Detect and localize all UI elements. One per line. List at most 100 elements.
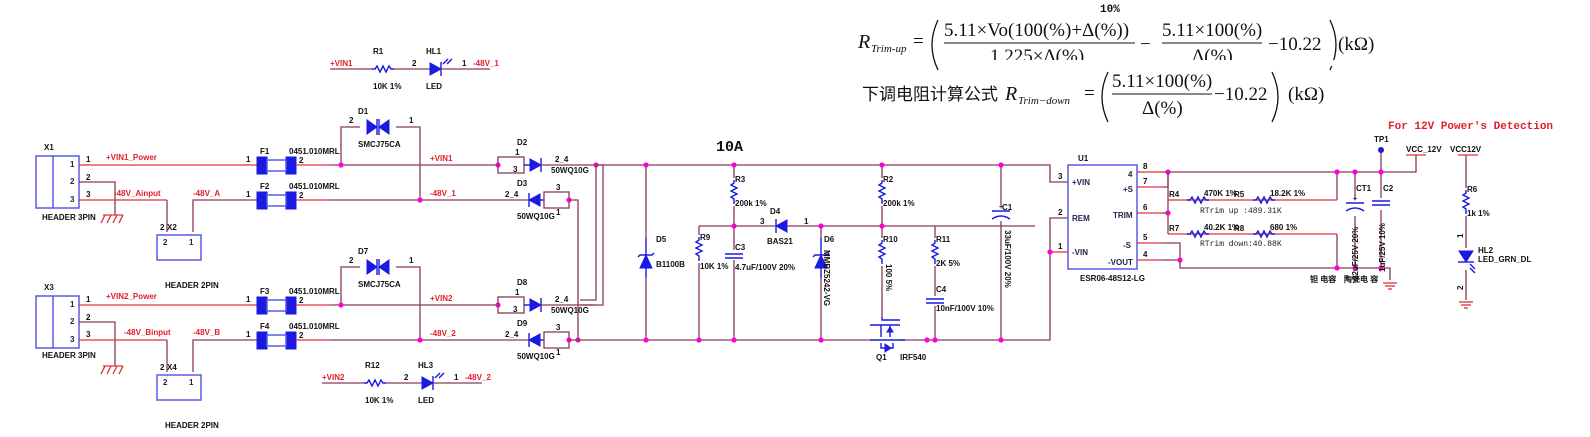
schottky-tab	[543, 191, 570, 209]
led-hl2[interactable]	[1458, 248, 1476, 274]
schottky-tab	[497, 156, 525, 174]
trim-up-num1: 5.11×Vo(100(%)+Δ(%))	[944, 20, 1129, 41]
led-hl1[interactable]	[429, 58, 453, 76]
zener-d5[interactable]	[637, 238, 655, 278]
pin-name: TRIM	[1113, 211, 1133, 220]
svg-text:X3: X3	[44, 283, 54, 292]
capacitor-c2[interactable]	[1372, 200, 1390, 206]
junction-dot	[1334, 169, 1340, 175]
tantalum-note: 钽 电容	[1310, 274, 1336, 284]
resistor-r10[interactable]	[877, 240, 887, 264]
resistor-r9[interactable]	[694, 237, 704, 261]
resistor-r3[interactable]	[729, 180, 739, 204]
capacitor-c4[interactable]	[926, 298, 944, 304]
trim-down-den: Δ(%)	[1142, 98, 1183, 119]
pin-number: 1	[1058, 242, 1063, 251]
net-label: VCC12V	[1450, 145, 1482, 154]
led-ref: HL2	[1478, 246, 1494, 255]
schottky-d2[interactable]	[529, 158, 543, 172]
pin-number: 3	[1058, 172, 1063, 181]
mosfet-q1[interactable]	[870, 317, 905, 353]
resistor-icon	[1187, 229, 1209, 239]
dc-dc-module-u1[interactable]: U1ESR06-48S12-LG3+VIN2REM1-VIN847+S6TRIM…	[1058, 154, 1148, 283]
pin-number: 2	[349, 256, 354, 265]
trim-up-sub: Trim-up	[871, 43, 907, 55]
tvs-ref: D1	[358, 107, 369, 116]
resistor-icon	[1253, 195, 1275, 205]
pin-name: -S	[1123, 241, 1132, 250]
resistor-value: 470K 1%	[1204, 189, 1237, 198]
diode-d4[interactable]	[774, 219, 788, 233]
formula-block: 10% R Trim-up = 5.11×Vo(100(%)+Δ(%)) 1.2…	[857, 4, 1374, 123]
tvs-d7[interactable]	[366, 259, 390, 275]
junction-dot	[643, 162, 649, 168]
pin-number: 3	[513, 305, 518, 314]
junction-dot	[818, 337, 824, 343]
resistor-value: 200k 1%	[735, 199, 767, 208]
ground-icon	[1383, 282, 1397, 290]
trim-up-unit: (kΩ)	[1338, 34, 1374, 55]
ground-icon	[100, 365, 124, 375]
resistor-value: 40.2K 1%	[1204, 223, 1239, 232]
resistor-ref: R9	[700, 233, 711, 242]
schottky-d9[interactable]	[527, 333, 541, 347]
pin-number: 1	[804, 217, 809, 226]
diode-icon	[529, 158, 543, 172]
fuse-ref: F1	[260, 147, 270, 156]
module-body	[1067, 164, 1138, 270]
pin-number: 4	[1143, 250, 1148, 259]
junction-dot	[731, 337, 737, 343]
resistor-r12[interactable]	[364, 378, 386, 388]
resistor-r1[interactable]	[372, 64, 394, 74]
junction-dot	[998, 337, 1004, 343]
svg-text:3: 3	[86, 330, 91, 339]
zener-d6[interactable]	[812, 238, 830, 278]
diode-ref: D9	[517, 319, 528, 328]
fuse-ref: F4	[260, 322, 270, 331]
resistor-r6[interactable]	[1461, 190, 1471, 214]
pin-number: 6	[1143, 203, 1148, 212]
resistor-r7[interactable]	[1187, 229, 1209, 239]
led-value: LED_GRN_DL	[1478, 255, 1531, 264]
resistor-r8[interactable]	[1253, 229, 1275, 239]
led-icon	[1458, 250, 1474, 263]
capacitor-value: 4.7uF/100V 20%	[735, 263, 795, 272]
pin-number: 3	[556, 183, 561, 192]
pin-number: 2	[1058, 208, 1063, 217]
resistor-value: 200k 1%	[883, 199, 915, 208]
resistor-r4[interactable]	[1187, 195, 1209, 205]
capacitor-ct1[interactable]: +	[1345, 196, 1365, 212]
tvs-d1[interactable]	[366, 119, 390, 135]
connector-x4[interactable]: 2 X4 2 1 HEADER 2PIN	[156, 363, 219, 430]
svg-text:1: 1	[70, 300, 75, 309]
pin-number: 1	[454, 373, 459, 382]
trim-up-note: RTrim up :489.31K	[1200, 207, 1282, 216]
schottky-d3[interactable]	[527, 193, 541, 207]
svg-text:2: 2	[160, 363, 165, 372]
connector-x1[interactable]: X1 1 2 3 HEADER 3PIN	[35, 143, 96, 222]
capacitor-c1[interactable]: +	[991, 204, 1011, 220]
schottky-d8[interactable]	[529, 298, 543, 312]
diode-ref: D5	[656, 235, 667, 244]
svg-text:3: 3	[86, 190, 91, 199]
tvs-value: SMCJ75CA	[358, 280, 401, 289]
test-point-tp1[interactable]: TP1	[1374, 135, 1389, 153]
capacitor-ref: C4	[936, 285, 947, 294]
resistor-r11[interactable]	[930, 240, 940, 264]
resistor-r2[interactable]	[877, 180, 887, 204]
diode-value: B1100B	[656, 260, 685, 269]
diode-icon	[527, 333, 541, 347]
fuse-ref: F3	[260, 287, 270, 296]
connector-x2[interactable]: 2 X2 2 1 HEADER 2PIN	[156, 223, 219, 290]
fuse-value: 0451.010MRL	[289, 287, 340, 296]
resistor-icon	[930, 240, 940, 264]
tvs-diode-icon	[366, 119, 378, 135]
svg-text:1: 1	[86, 295, 91, 304]
resistor-r5[interactable]	[1253, 195, 1275, 205]
led-hl3[interactable]	[421, 372, 445, 390]
capacitor-c3[interactable]	[725, 253, 743, 259]
